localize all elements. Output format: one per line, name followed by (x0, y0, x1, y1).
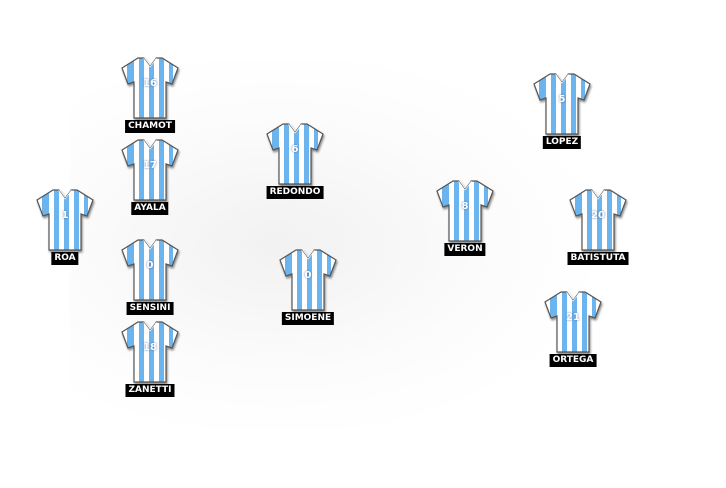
player-number: 5 (558, 94, 566, 105)
player-name: ZANETTI (125, 384, 175, 397)
player-number: 21 (566, 312, 580, 323)
player-number: 1 (61, 210, 69, 221)
shirt-icon (278, 248, 338, 312)
shirt-icon (543, 290, 603, 354)
shirt-icon (265, 122, 325, 186)
player-zanetti[interactable]: 18 ZANETTI (110, 320, 190, 410)
shirt-icon (120, 56, 180, 120)
shirt-icon (568, 188, 628, 252)
player-name: VERON (444, 243, 486, 256)
player-batistuta[interactable]: 20 BATISTUTA (558, 188, 638, 278)
player-name: AYALA (131, 202, 169, 215)
player-simoene[interactable]: 0 SIMOENE (268, 248, 348, 338)
player-name: LOPEZ (542, 136, 582, 149)
player-name: BATISTUTA (567, 252, 629, 265)
player-number: 17 (143, 160, 157, 171)
player-number: 8 (461, 201, 469, 212)
player-number: 0 (304, 270, 312, 281)
player-name: SIMOENE (281, 312, 335, 325)
player-redondo[interactable]: 6 REDONDO (255, 122, 335, 212)
shirt-icon (532, 72, 592, 136)
player-number: 16 (143, 78, 157, 89)
player-name: CHAMOT (125, 120, 175, 133)
player-roa[interactable]: 1 ROA (25, 188, 105, 278)
player-name: ORTEGA (549, 354, 597, 367)
player-number: 0 (146, 260, 154, 271)
player-ortega[interactable]: 21 ORTEGA (533, 290, 613, 380)
shirt-icon (120, 138, 180, 202)
player-ayala[interactable]: 17 AYALA (110, 138, 190, 228)
player-number: 18 (143, 342, 157, 353)
shirt-icon (120, 238, 180, 302)
player-name: SENSINI (126, 302, 174, 315)
player-sensini[interactable]: 0 SENSINI (110, 238, 190, 328)
player-name: REDONDO (266, 186, 324, 199)
player-number: 20 (591, 210, 605, 221)
player-name: ROA (51, 252, 79, 265)
player-chamot[interactable]: 16 CHAMOT (110, 56, 190, 146)
shirt-icon (435, 179, 495, 243)
player-number: 6 (291, 144, 299, 155)
shirt-icon (35, 188, 95, 252)
player-lopez[interactable]: 5 LOPEZ (522, 72, 602, 162)
player-veron[interactable]: 8 VERON (425, 179, 505, 269)
shirt-icon (120, 320, 180, 384)
